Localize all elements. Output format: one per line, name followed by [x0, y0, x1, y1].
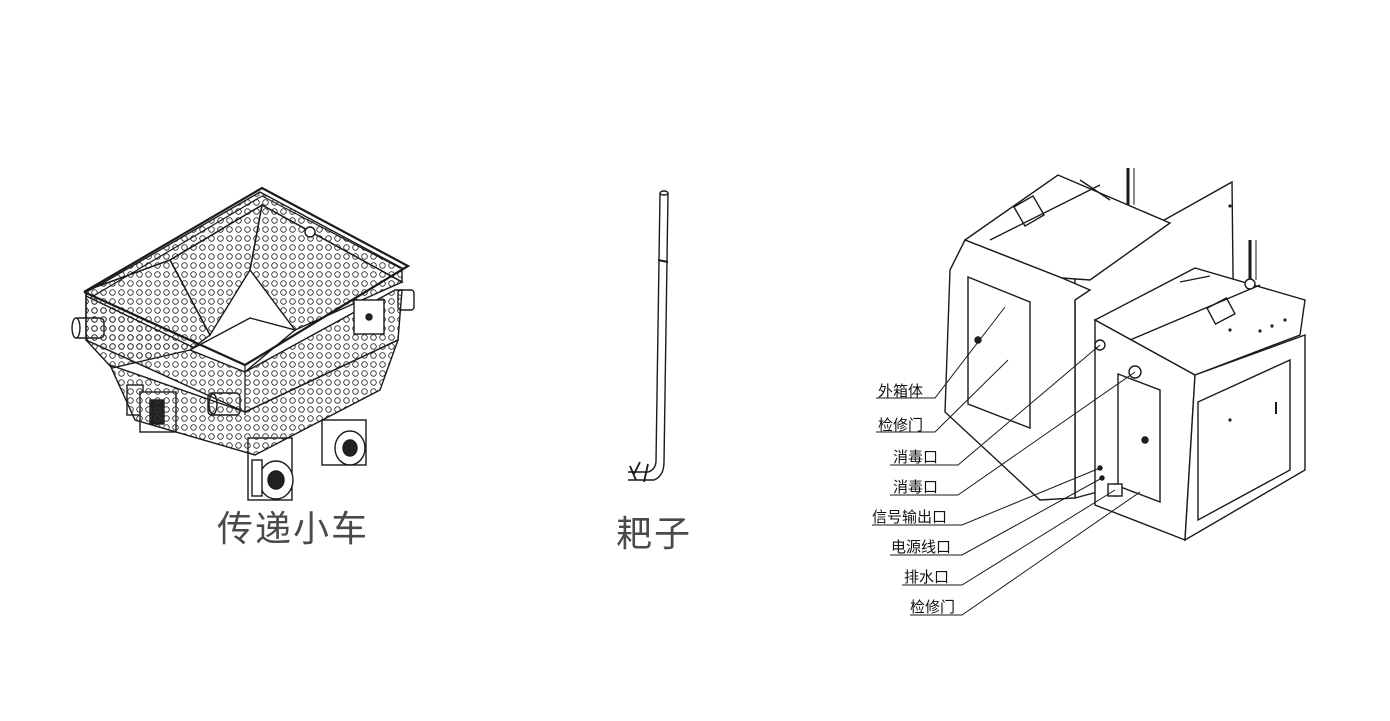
- leader-disinfect-port-2: [890, 371, 1136, 496]
- transfer-cart-drawing: [71, 186, 415, 501]
- leader-access-door-front: [910, 491, 1141, 616]
- cabinet-drawing: [944, 168, 1306, 542]
- transfer-cart-caption: 传递小车: [217, 509, 370, 550]
- cart-floor-opening: [188, 317, 297, 373]
- leader-disinfect-port-1: [890, 344, 1101, 466]
- callout-leaders: [872, 306, 1141, 616]
- cart-side-bracket: [353, 299, 385, 335]
- leader-access-door-rear: [876, 359, 1009, 433]
- cart-wheel-front-right: [321, 419, 367, 466]
- cart-wheel-front-left: [247, 437, 294, 501]
- leader-drain-port: [902, 489, 1116, 586]
- cabinet-front-door: [1197, 358, 1291, 522]
- callout-outer-casing: 外箱体: [878, 382, 924, 400]
- callout-disinfect-port-2: 消毒口: [893, 478, 939, 496]
- leader-power-port: [890, 477, 1103, 556]
- callout-access-door-front: 检修门: [910, 598, 956, 616]
- callout-power-cable-port: 电源线口: [891, 538, 952, 556]
- cart-top-rim: [83, 186, 411, 367]
- callout-disinfect-port-1: 消毒口: [893, 448, 939, 466]
- callout-signal-output-port: 信号输出口: [872, 508, 948, 526]
- callout-access-door-rear: 检修门: [878, 416, 924, 434]
- callout-drain-port: 排水口: [904, 568, 950, 586]
- rake-caption: 耙子: [616, 514, 693, 555]
- rake-drawing: [628, 190, 669, 483]
- leader-outer-casing: [876, 306, 1006, 399]
- leader-signal-port: [872, 467, 1101, 526]
- cart-front-upper: [85, 289, 403, 413]
